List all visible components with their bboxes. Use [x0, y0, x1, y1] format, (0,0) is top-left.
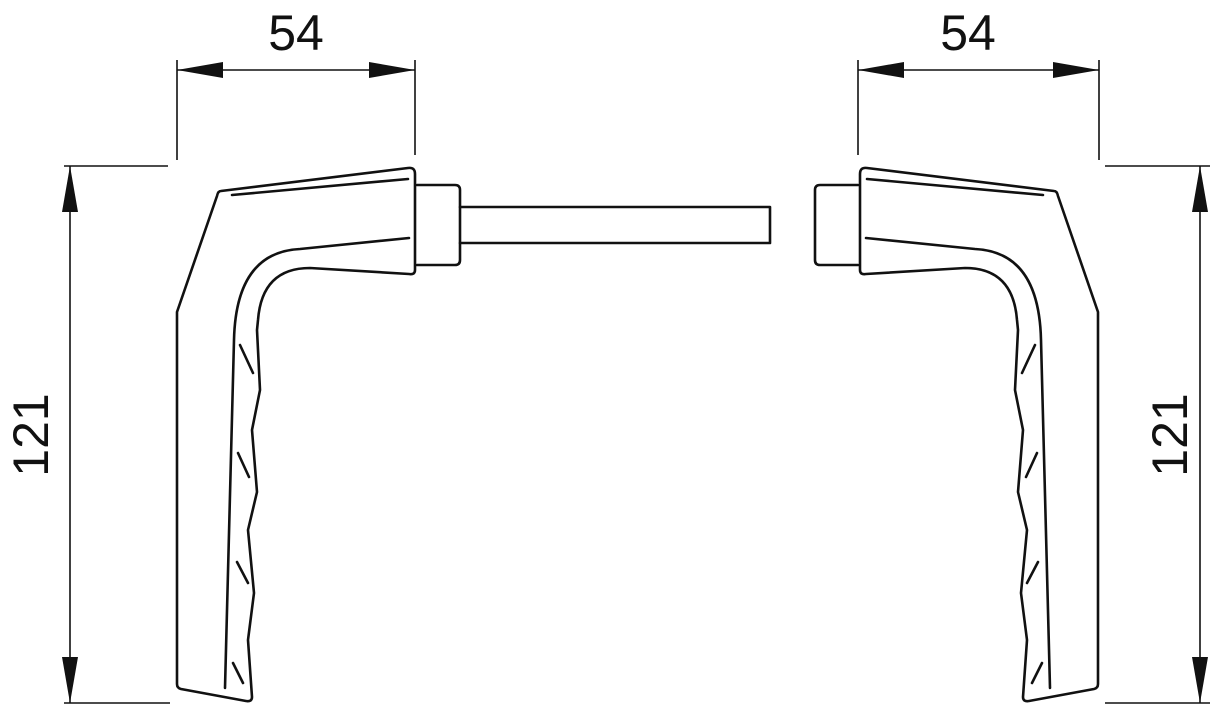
left-height-label: 121: [3, 393, 59, 476]
left-handle: [175, 166, 772, 703]
left-height-dimension: 121: [3, 165, 170, 704]
left-width-dimension: 54: [176, 5, 416, 160]
right-height-dimension: 121: [1105, 165, 1210, 704]
right-handle: [813, 166, 1100, 703]
right-width-dimension: 54: [857, 5, 1100, 160]
left-width-label: 54: [268, 5, 324, 61]
right-height-label: 121: [1142, 393, 1198, 476]
right-width-label: 54: [940, 5, 996, 61]
spindle: [458, 205, 772, 245]
